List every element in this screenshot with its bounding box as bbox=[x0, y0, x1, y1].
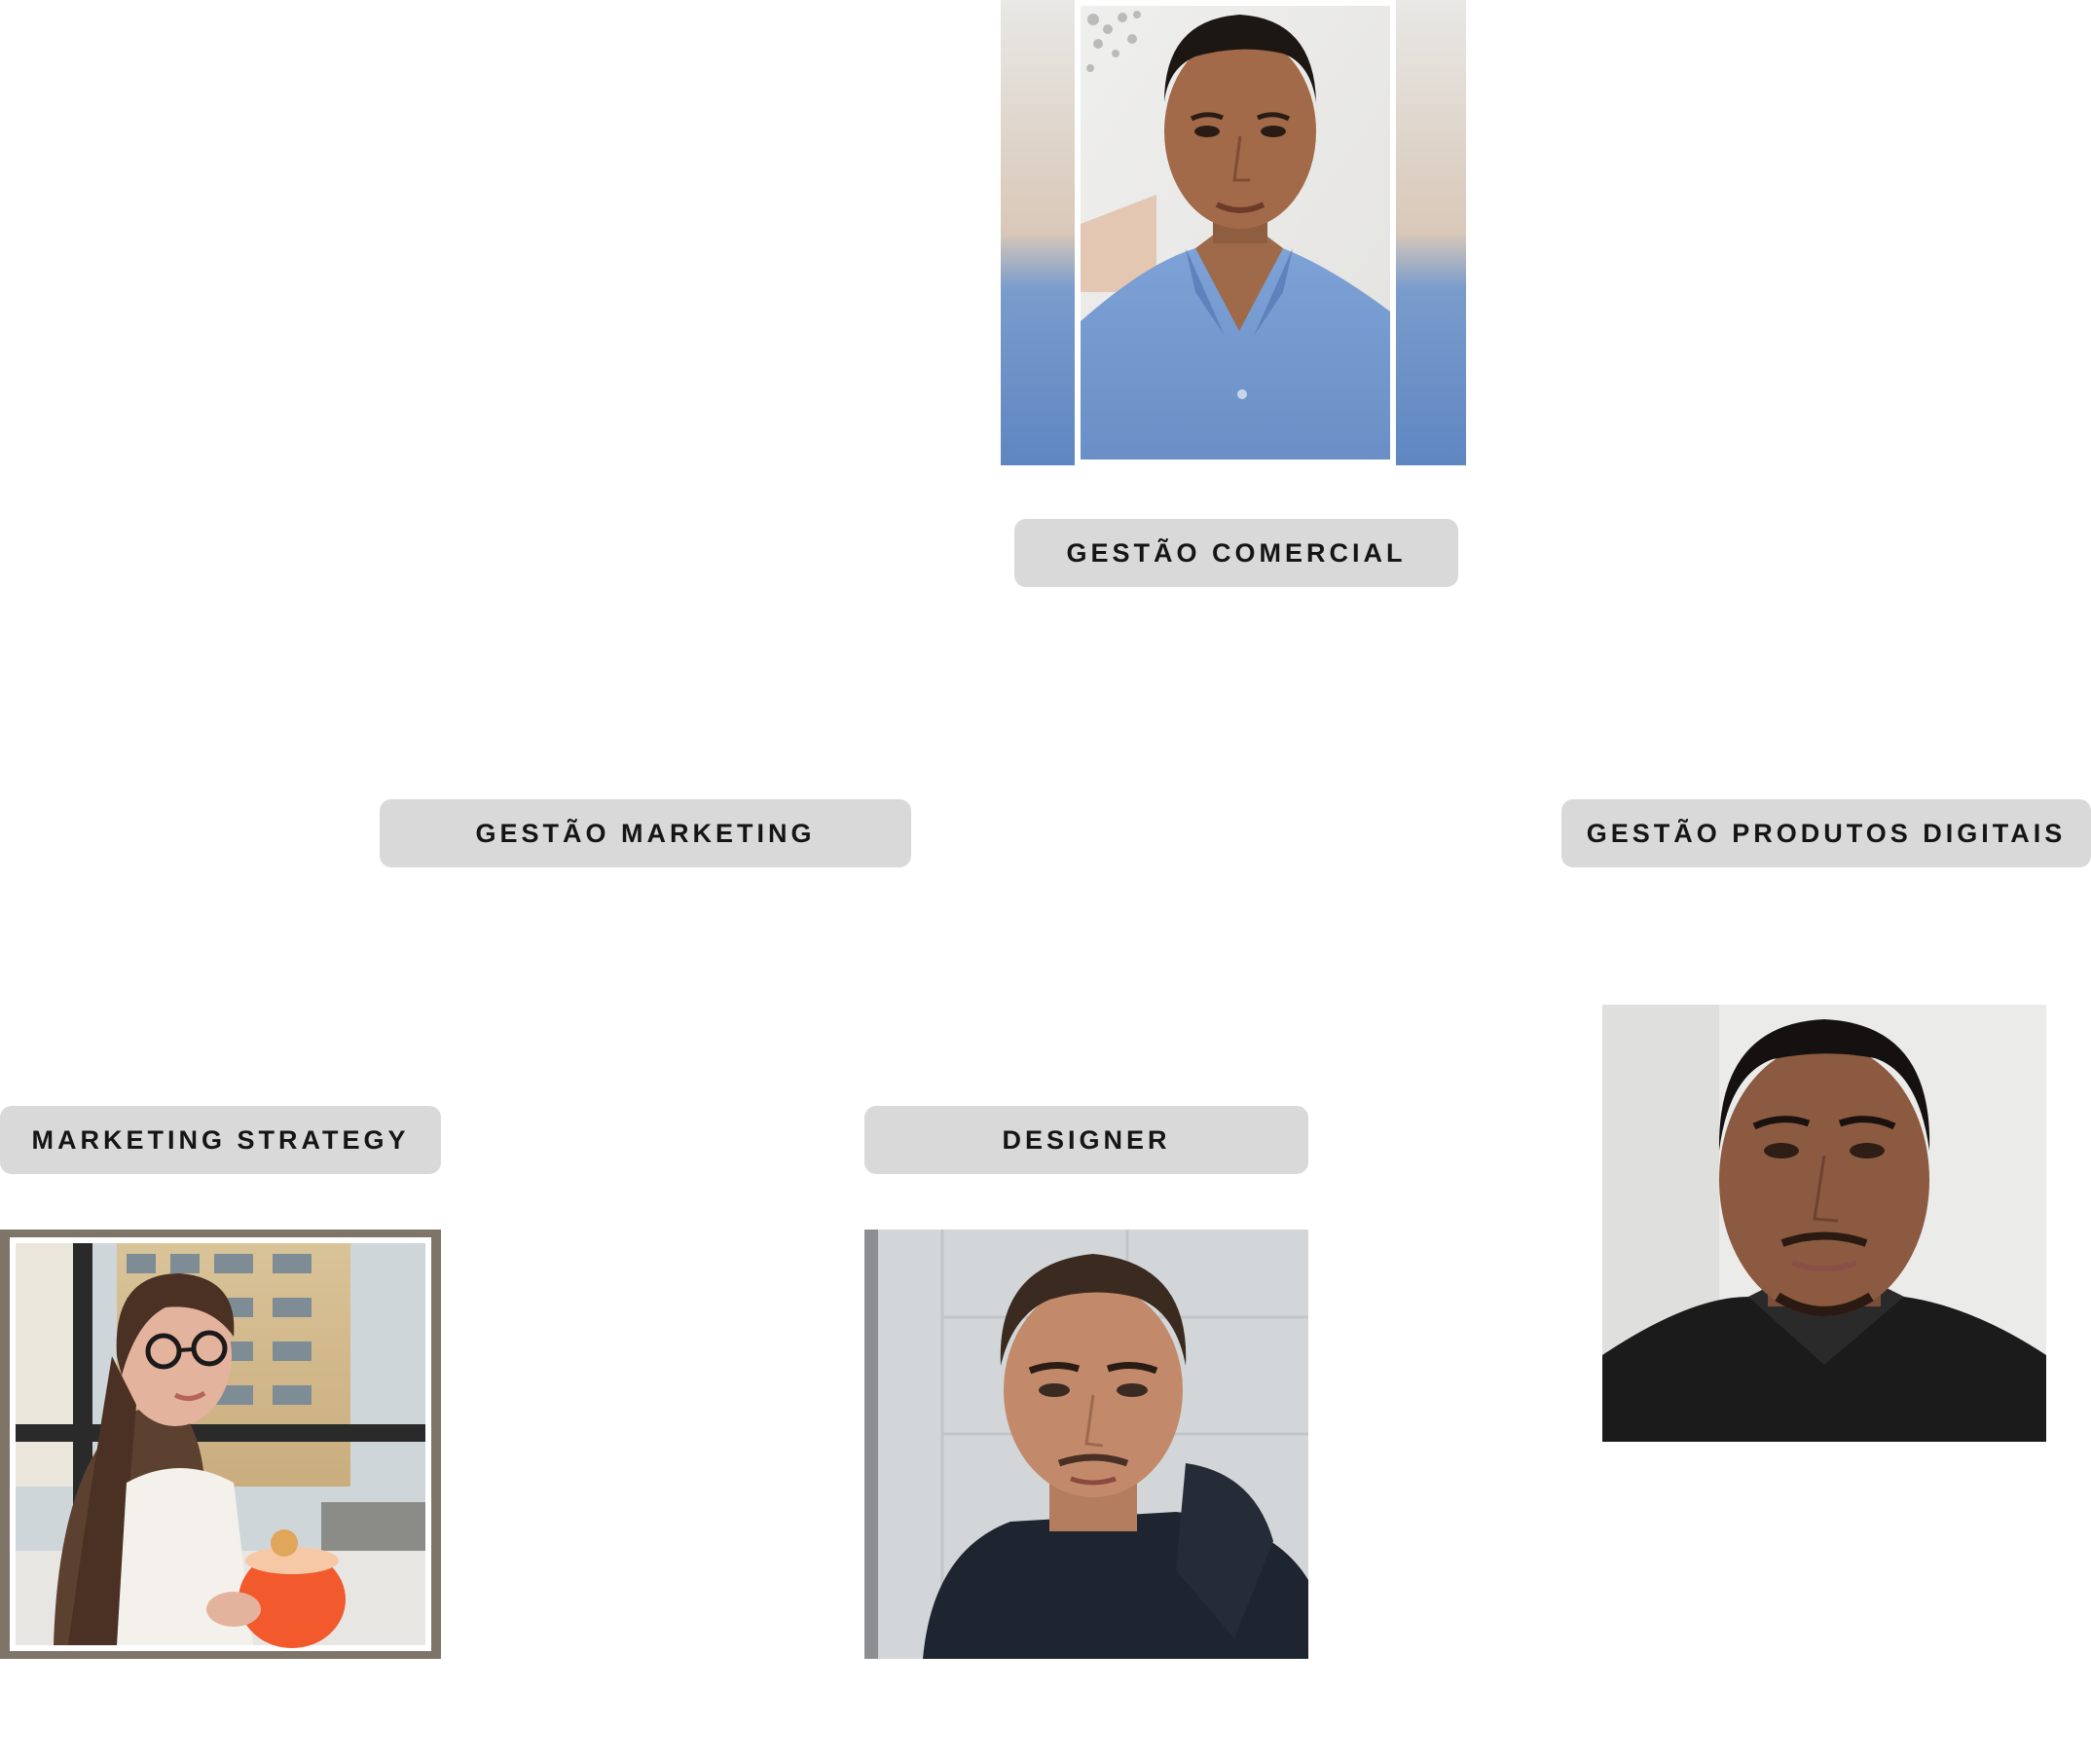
role-label-gestao-comercial: GESTÃO COMERCIAL bbox=[1014, 519, 1458, 587]
man-dark-hoodie-portrait-image bbox=[864, 1230, 1308, 1659]
role-label-text: GESTÃO MARKETING bbox=[475, 818, 816, 848]
role-label-text: GESTÃO PRODUTOS DIGITAIS bbox=[1586, 818, 2067, 848]
role-label-gestao-marketing: GESTÃO MARKETING bbox=[380, 799, 911, 867]
woman-glasses-portrait-image bbox=[0, 1230, 441, 1659]
portrait-marketing-strategy bbox=[0, 1230, 441, 1659]
role-label-marketing-strategy: MARKETING STRATEGY bbox=[0, 1106, 441, 1174]
portrait-gestao-produtos-digitais bbox=[1602, 1005, 2046, 1442]
role-label-designer: DESIGNER bbox=[864, 1106, 1308, 1174]
role-label-text: GESTÃO COMERCIAL bbox=[1066, 537, 1407, 568]
portrait-designer bbox=[864, 1230, 1308, 1659]
man-blue-shirt-portrait-image bbox=[1001, 0, 1466, 465]
man-black-polo-portrait-image bbox=[1602, 1005, 2046, 1442]
role-label-text: MARKETING STRATEGY bbox=[31, 1124, 410, 1155]
role-label-text: DESIGNER bbox=[1002, 1124, 1171, 1155]
portrait-gestao-comercial bbox=[1001, 0, 1466, 465]
role-label-gestao-produtos-digitais: GESTÃO PRODUTOS DIGITAIS bbox=[1561, 799, 2091, 867]
